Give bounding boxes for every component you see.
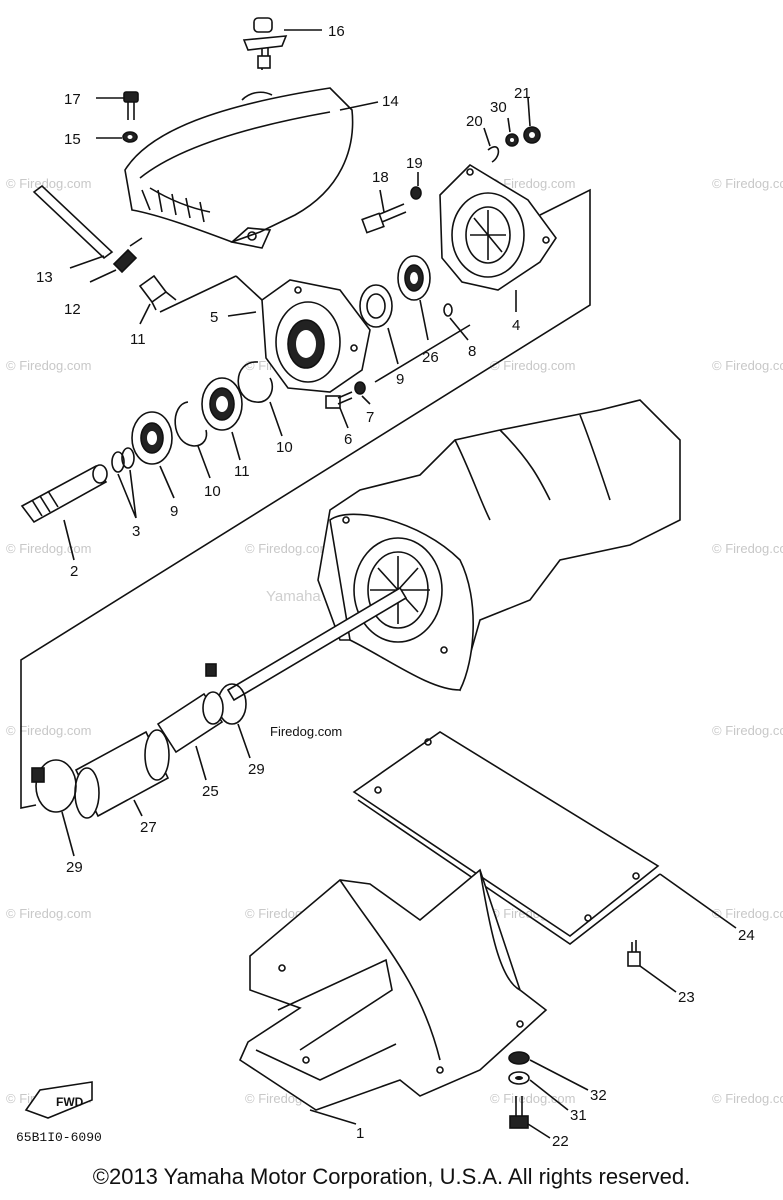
callout-31: 31 (570, 1107, 587, 1124)
callout-21: 19 (406, 155, 423, 172)
part-30-washer (505, 133, 519, 147)
callout-4: 4 (512, 317, 520, 334)
callout-9-top: 9 (396, 371, 404, 388)
part-19-bolt (123, 91, 139, 120)
watermark-text: © Firedog.com (6, 723, 91, 738)
callout-14: 12 (64, 301, 81, 318)
callout-25: 23 (678, 989, 695, 1006)
part-15-hose (32, 184, 114, 260)
callout-7: 7 (366, 409, 374, 426)
watermark-text: © Firedog.com (6, 906, 91, 921)
leader-lines (61, 29, 737, 1139)
watermark-text: © Firedog.com (712, 723, 783, 738)
part-11-bearing (201, 377, 243, 431)
diagram-code: 65B1I0-6090 (16, 1130, 102, 1145)
assembly-outline (20, 188, 591, 809)
part-18-valve (242, 17, 288, 70)
part-10-circlip-upper (237, 361, 274, 403)
watermark-text: © Firedog.com (712, 906, 783, 921)
watermark-text: © Firedog.com (712, 176, 783, 191)
part-32-washer (508, 1051, 530, 1065)
part-25-bolt (627, 940, 641, 967)
fwd-label: FWD (56, 1095, 84, 1109)
callout-17: 15 (64, 131, 81, 148)
watermark-text: © Firedog.com (712, 1091, 783, 1106)
part-16-cover (124, 87, 354, 249)
fwd-arrow-icon: FWD (24, 1081, 93, 1119)
callout-32: 32 (590, 1087, 607, 1104)
callout-15: 13 (36, 269, 53, 286)
callout-8: 8 (468, 343, 476, 360)
watermark-text: © Firedog.com (245, 541, 330, 556)
callout-29-upper: 29 (248, 761, 265, 778)
callout-10-lower: 10 (204, 483, 221, 500)
callout-1: 1 (356, 1125, 364, 1142)
copyright-notice: ©2013 Yamaha Motor Corporation, U.S.A. A… (92, 1164, 691, 1189)
part-6-bolt (325, 391, 353, 409)
callout-22: 20 (466, 113, 483, 130)
part-24-bolt (509, 1096, 529, 1129)
part-22-bracket (487, 146, 500, 163)
watermark-text: © Firedog.com (6, 176, 91, 191)
watermark-text: © Firedog.com (712, 358, 783, 373)
drive-shaft (226, 586, 408, 702)
watermark-text: © Firedog.com (490, 1091, 575, 1106)
part-28-hose (74, 729, 170, 819)
callout-13: 11 (130, 331, 146, 348)
watermark-plain: Firedog.com (270, 724, 342, 739)
watermark-text: © Firedog.com (6, 541, 91, 556)
part-9-bearing-top (359, 284, 393, 328)
part-4-housing (439, 163, 557, 291)
watermarks: © Firedog.com © Firedog.com © Firedog.co… (6, 176, 783, 1106)
callout-3: 3 (132, 523, 140, 540)
watermark-text: © Firedog.com (6, 358, 91, 373)
callout-9-lower: 9 (170, 503, 178, 520)
callout-11: 11 (234, 463, 250, 480)
part-20-bolt (361, 203, 407, 234)
callout-23: 21 (514, 85, 531, 102)
part-7-washer (354, 381, 366, 395)
callout-29-lower: 29 (66, 859, 83, 876)
part-8-pin (443, 303, 453, 317)
part-1-intake-duct (238, 868, 548, 1111)
part-17-washer (122, 131, 138, 143)
callout-5: 5 (210, 309, 218, 326)
callout-12: 26 (422, 349, 439, 366)
callout-26: 24 (738, 927, 755, 944)
callout-6: 6 (344, 431, 352, 448)
part-23-nut (523, 126, 541, 144)
part-13-fitting (138, 274, 177, 311)
part-27-sleeve (156, 691, 224, 754)
part-26-plate (352, 731, 661, 945)
callout-30: 30 (490, 99, 507, 116)
callout-27: 25 (202, 783, 219, 800)
part-3-orings (111, 447, 135, 473)
callout-18: 16 (328, 23, 345, 40)
callout-20: 18 (372, 169, 389, 186)
callout-28: 27 (140, 819, 157, 836)
callout-19: 17 (64, 91, 81, 108)
callout-numbers: 16 17 15 14 13 12 11 5 18 19 20 30 21 4 … (36, 23, 755, 1150)
part-14-clamp (112, 237, 143, 274)
part-21-washer (410, 186, 422, 200)
part-31-washer (508, 1071, 530, 1085)
callout-2: 2 (70, 563, 78, 580)
pump-body (317, 399, 681, 692)
part-12-seal (397, 255, 431, 301)
callout-24: 22 (552, 1133, 569, 1150)
part-5-bearing-housing (159, 275, 371, 393)
part-9-bearing-lower (131, 411, 173, 465)
watermark-text: © Firedog.com (712, 541, 783, 556)
part-29-clamp-lower (31, 759, 77, 813)
callout-16: 14 (382, 93, 399, 110)
callout-10-top: 10 (276, 439, 293, 456)
watermark-text: © Firedog.com (490, 358, 575, 373)
watermark-text: © Firedog.com (490, 176, 575, 191)
part-2-shaft (20, 464, 108, 524)
part-10-circlip-lower (174, 401, 208, 447)
